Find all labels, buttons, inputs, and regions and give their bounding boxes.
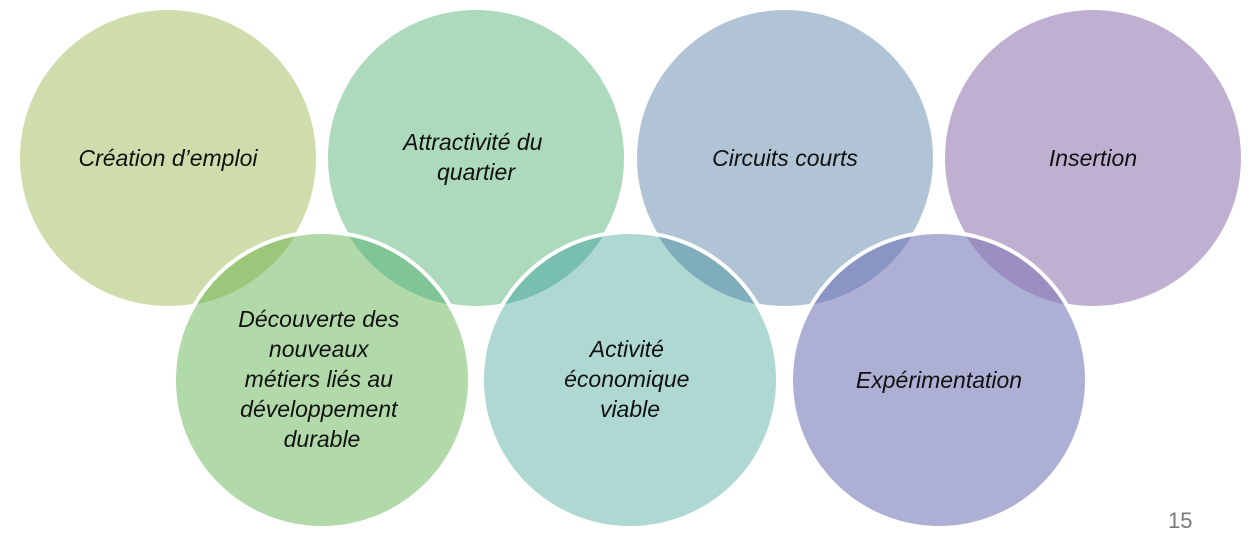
label-attractivite: Attractivité du quartier [401, 129, 549, 185]
label-line: nouveaux [269, 336, 370, 362]
label-line: viable [600, 396, 660, 422]
label-line: métiers liés au [245, 366, 393, 392]
circle-activite [480, 230, 780, 530]
label-line: économique [564, 366, 689, 392]
label-line: quartier [437, 159, 516, 185]
label-line: Attractivité du [401, 129, 543, 155]
label-creation-emploi: Création d’emploi [79, 145, 259, 171]
circle-decouverte [172, 230, 472, 530]
label-line: Découverte des [238, 306, 400, 332]
label-line: Expérimentation [856, 367, 1022, 393]
label-experimentation: Expérimentation [856, 367, 1022, 393]
label-line: développement [240, 396, 399, 422]
label-line: Circuits courts [712, 145, 858, 171]
label-line: Insertion [1049, 145, 1137, 171]
page-number: 15 [1168, 508, 1193, 533]
circle-insertion [945, 10, 1241, 306]
label-line: Activité [588, 336, 664, 362]
label-line: durable [284, 426, 361, 452]
label-activite: Activité économique viable [564, 336, 696, 422]
circle-experimentation [789, 230, 1089, 530]
label-decouverte: Découverte des nouveaux métiers liés au … [238, 306, 405, 452]
label-circuits-courts: Circuits courts [712, 145, 858, 171]
circle-circuits-courts [637, 10, 933, 306]
label-insertion: Insertion [1049, 145, 1137, 171]
circle-creation-emploi [20, 10, 316, 306]
label-line: Création d’emploi [79, 145, 259, 171]
circle-attractivite [328, 10, 624, 306]
